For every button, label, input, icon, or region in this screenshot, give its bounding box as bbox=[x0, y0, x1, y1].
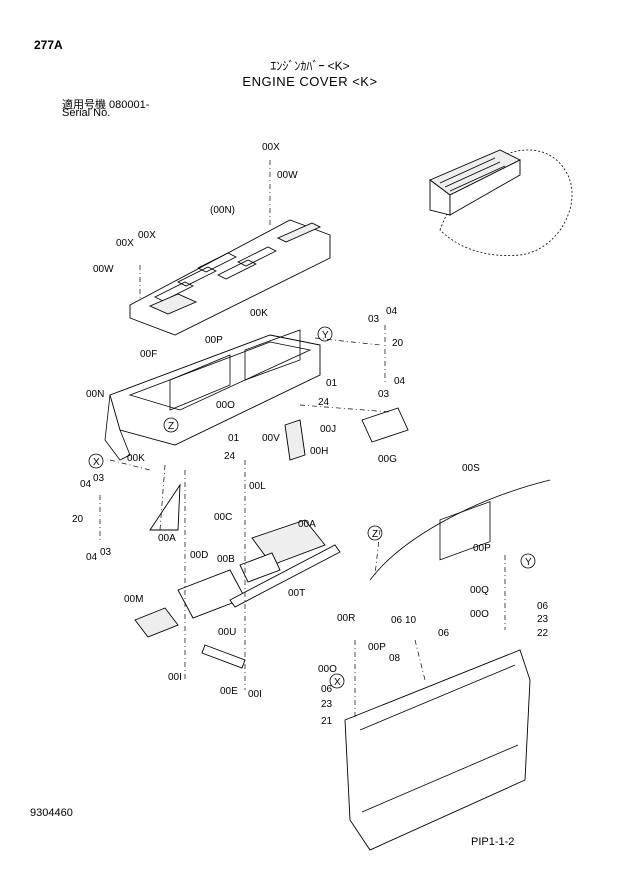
marker-x-circle-2 bbox=[329, 673, 345, 689]
callout-04-tr: 04 bbox=[386, 306, 398, 317]
callout-00o-right: 00O bbox=[470, 609, 489, 620]
callout-x-2: X bbox=[334, 677, 341, 688]
callout-00j: 00J bbox=[320, 424, 336, 435]
callout-x: X bbox=[93, 457, 100, 468]
callout-20-tr: 20 bbox=[392, 338, 404, 349]
callout-00f: 00F bbox=[140, 349, 157, 360]
callout-00u: 00U bbox=[218, 627, 236, 638]
callout-00c: 00C bbox=[214, 512, 232, 523]
callout-00p-mid: 00P bbox=[368, 642, 386, 653]
strip-00e bbox=[201, 644, 246, 669]
callout-00b: 00B bbox=[217, 554, 235, 565]
callout-00o: 00O bbox=[216, 400, 235, 411]
callout-00m: 00M bbox=[124, 594, 143, 605]
callout-labels: 00X 00W (00N) 00X 00X 00W 00K Y 03 04 20… bbox=[72, 142, 549, 727]
callout-00k-left: 00K bbox=[127, 453, 145, 464]
marker-y-circle-2 bbox=[520, 553, 536, 569]
callout-00p-right: 00P bbox=[473, 543, 491, 554]
callout-06-mid2: 06 bbox=[438, 628, 450, 639]
callout-00s: 00S bbox=[462, 463, 480, 474]
callout-00o-mid: 00O bbox=[318, 664, 337, 675]
callout-00a-left: 00A bbox=[158, 533, 176, 544]
document-number: 9304460 bbox=[30, 807, 73, 819]
callout-z: Z bbox=[168, 421, 174, 432]
callout-00l: 00L bbox=[249, 481, 266, 492]
callout-00d: 00D bbox=[190, 550, 208, 561]
callout-04-l: 04 bbox=[80, 479, 92, 490]
callout-00n: 00N bbox=[86, 389, 104, 400]
page-reference: PIP1-1-2 bbox=[471, 836, 515, 848]
title-english: ENGINE COVER <K> bbox=[242, 74, 378, 89]
callout-01-b: 01 bbox=[228, 433, 240, 444]
callout-21-mid: 21 bbox=[321, 716, 333, 727]
callout-04-tr2: 04 bbox=[394, 376, 406, 387]
marker-z-circle bbox=[163, 417, 179, 433]
callout-y: Y bbox=[322, 330, 329, 341]
serial-label-english: Serial No. bbox=[62, 107, 111, 119]
callout-06-mid3: 06 bbox=[321, 684, 333, 695]
panel-00g bbox=[361, 407, 409, 443]
callout-y-2: Y bbox=[525, 557, 532, 568]
callout-00a-right: 00A bbox=[298, 519, 316, 530]
panel-00m bbox=[134, 607, 179, 638]
marker-y-circle bbox=[317, 326, 333, 342]
callout-22-right: 22 bbox=[537, 628, 549, 639]
callout-01-a: 01 bbox=[326, 378, 338, 389]
callout-00n-paren: (00N) bbox=[210, 205, 235, 216]
callout-00q: 00Q bbox=[470, 585, 489, 596]
panel-00a-left bbox=[149, 483, 181, 531]
callout-00h: 00H bbox=[310, 446, 328, 457]
serial-label-japanese: 適用号機 080001- bbox=[62, 99, 150, 111]
side-cover-panel bbox=[344, 501, 531, 851]
callout-00p-top: 00P bbox=[205, 335, 223, 346]
marker-x-circle bbox=[88, 453, 104, 469]
callout-23-mid: 23 bbox=[321, 699, 333, 710]
leader-lines bbox=[99, 160, 506, 720]
callout-z-2: Z bbox=[372, 529, 378, 540]
callout-00x-top: 00X bbox=[262, 142, 280, 153]
cover-frame bbox=[104, 329, 321, 461]
marker-z-circle-2 bbox=[367, 525, 383, 541]
strip-00t bbox=[229, 544, 341, 608]
callout-06-mid: 06 bbox=[391, 615, 403, 626]
callout-00e: 00E bbox=[220, 686, 238, 697]
callout-00x-b: 00X bbox=[138, 230, 156, 241]
callout-00x-a: 00X bbox=[116, 238, 134, 249]
callout-00k-top: 00K bbox=[250, 308, 268, 319]
top-cover-panel bbox=[129, 219, 331, 336]
callout-03-tr: 03 bbox=[368, 314, 380, 325]
callout-03-tr2: 03 bbox=[378, 389, 390, 400]
callout-00t: 00T bbox=[288, 588, 305, 599]
callout-03-l2: 03 bbox=[100, 547, 112, 558]
callout-00w-top: 00W bbox=[277, 170, 298, 181]
title-japanese: ｴﾝｼﾞﾝｶﾊﾞｰ <K> bbox=[270, 59, 350, 73]
callout-23-right: 23 bbox=[537, 614, 549, 625]
seal-strip bbox=[369, 479, 551, 581]
callout-00v: 00V bbox=[262, 433, 280, 444]
machine-location-thumbnail bbox=[429, 149, 573, 256]
callout-03-l: 03 bbox=[93, 473, 105, 484]
panel-00d bbox=[177, 569, 246, 619]
callout-20-l: 20 bbox=[72, 514, 84, 525]
callout-24-a: 24 bbox=[318, 397, 330, 408]
callout-00i-right: 00I bbox=[248, 689, 262, 700]
callout-24-b: 24 bbox=[224, 451, 236, 462]
page-id: 277A bbox=[34, 38, 63, 52]
callout-06-right: 06 bbox=[537, 601, 549, 612]
callout-10-mid: 10 bbox=[405, 615, 417, 626]
callout-08-mid: 08 bbox=[389, 653, 401, 664]
callout-00r: 00R bbox=[337, 613, 355, 624]
callout-04-l2: 04 bbox=[86, 552, 98, 563]
callout-00w-left: 00W bbox=[93, 264, 114, 275]
callout-00g: 00G bbox=[378, 454, 397, 465]
part-00h bbox=[284, 419, 306, 461]
callout-00i-left: 00I bbox=[168, 672, 182, 683]
